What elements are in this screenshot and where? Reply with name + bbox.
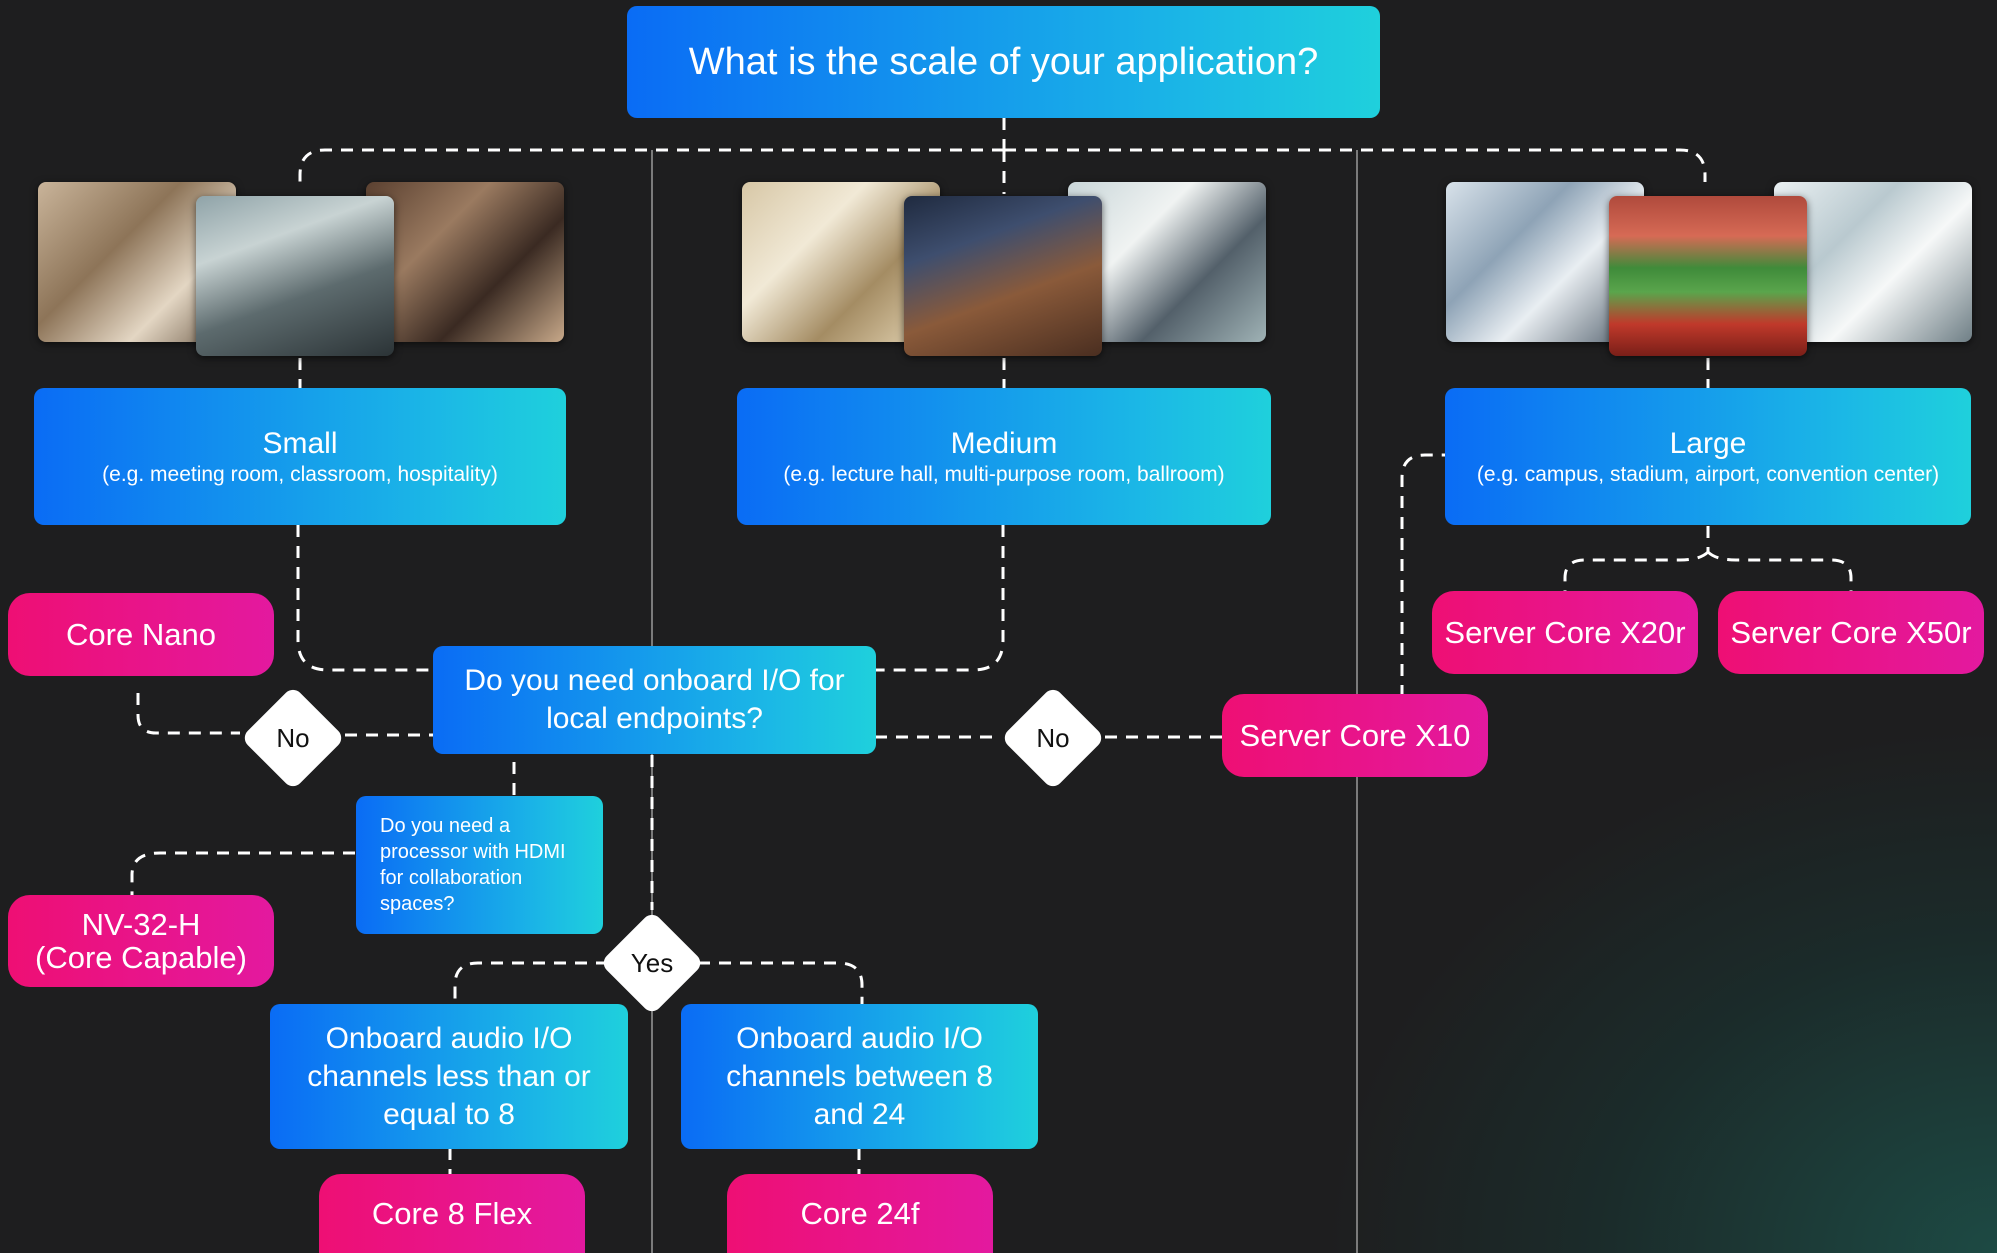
convention-center-photo [1774,182,1972,342]
connector [298,148,1004,182]
io-low-label: Onboard audio I/O channels less than or … [307,1021,591,1131]
connector [136,693,240,735]
connector [1400,453,1445,697]
onboard-io-question: Do you need onboard I/O for local endpoi… [464,664,845,735]
scale-medium-examples: (e.g. lecture hall, multi-purpose room, … [783,462,1225,486]
product-server-core-x50r[interactable]: Server Core X50r [1718,591,1984,674]
scale-large-title: Large [1669,426,1747,460]
connector [453,961,608,1004]
product-nv-32-h-note: (Core Capable) [35,940,247,975]
scale-small-title: Small [262,426,338,460]
product-nv-32-h[interactable]: NV-32-H (Core Capable) [8,895,274,987]
io-mid-box[interactable]: Onboard audio I/O channels between 8 and… [681,1004,1038,1149]
scale-large-examples: (e.g. campus, stadium, airport, conventi… [1476,462,1940,486]
product-core-nano[interactable]: Core Nano [8,593,274,676]
office-photo [366,182,564,342]
hdmi-question-box: Do you need a processor with HDMI for co… [356,796,603,934]
page-title: What is the scale of your application? [688,41,1319,83]
answer-no-right: No [1036,723,1070,753]
onboard-io-question-box: Do you need onboard I/O for local endpoi… [433,646,876,754]
connector [1706,550,1853,592]
connector [698,961,864,1004]
lecture-hall-photo [904,196,1102,356]
connector [1563,550,1710,592]
product-nv-32-h-name: NV-32-H [81,907,201,942]
connector [296,525,433,672]
scale-large-box[interactable]: Large (e.g. campus, stadium, airport, co… [1445,388,1971,525]
connector [876,525,1005,672]
stadium-photo [1609,196,1807,356]
product-core-24f[interactable]: Core 24f [727,1174,993,1253]
scale-small-examples: (e.g. meeting room, classroom, hospitali… [102,462,498,486]
scale-small-box[interactable]: Small (e.g. meeting room, classroom, hos… [34,388,566,525]
product-server-core-x10[interactable]: Server Core X10 [1222,694,1488,777]
io-mid-label: Onboard audio I/O channels between 8 and… [726,1021,993,1131]
scale-medium-title: Medium [950,426,1058,460]
connector [1004,148,1707,182]
connector [130,851,355,895]
answer-yes: Yes [630,948,674,978]
product-core-8-flex[interactable]: Core 8 Flex [319,1174,585,1253]
answer-no-left: No [276,723,310,753]
scale-medium-box[interactable]: Medium (e.g. lecture hall, multi-purpose… [737,388,1271,525]
hdmi-question: Do you need a processor with HDMI for co… [380,815,566,915]
io-low-box[interactable]: Onboard audio I/O channels less than or … [270,1004,628,1149]
product-server-core-x20r[interactable]: Server Core X20r [1432,591,1698,674]
meeting-room-photo [196,196,394,356]
title-question-box: What is the scale of your application? [627,6,1380,118]
